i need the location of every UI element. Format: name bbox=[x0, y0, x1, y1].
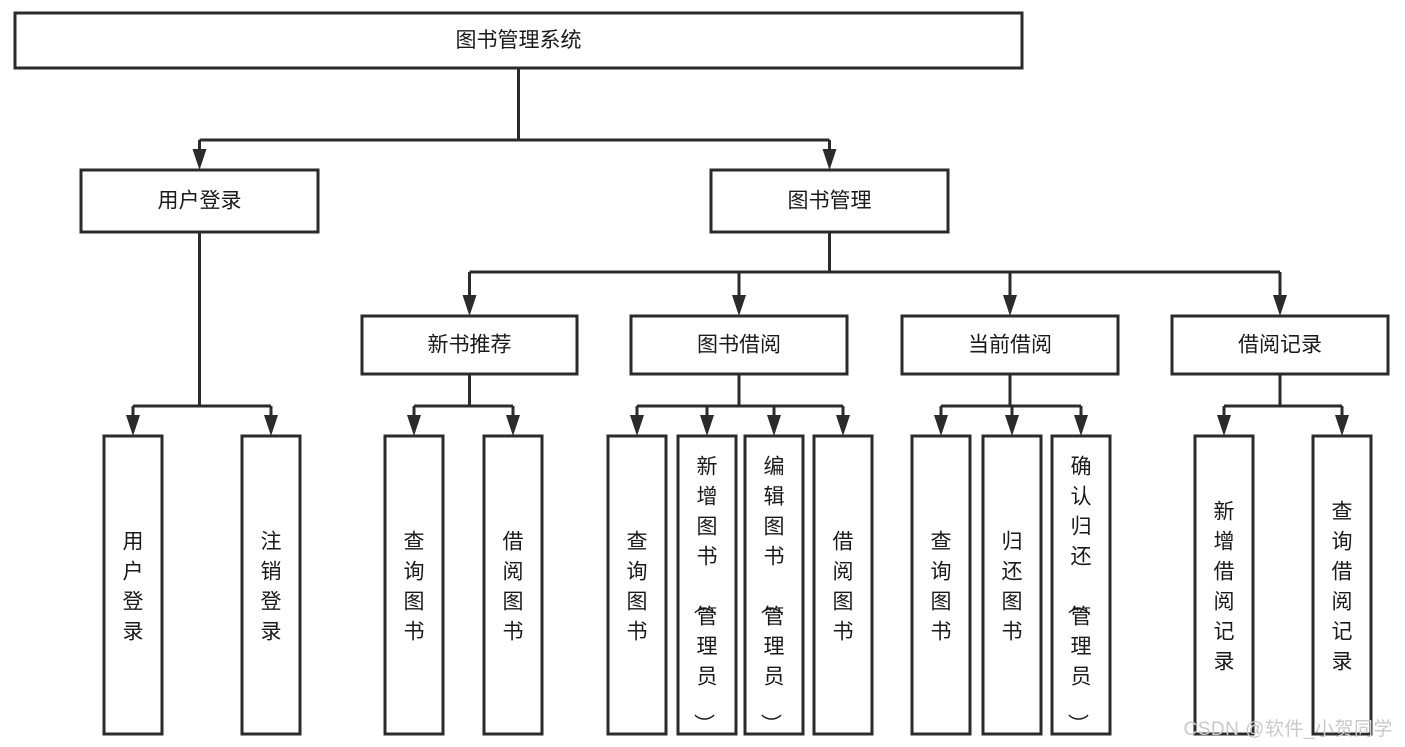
node-leaf-user-logout[interactable]: 注销登录 bbox=[240, 434, 302, 736]
arrow-head bbox=[192, 149, 207, 170]
arrow-head bbox=[767, 415, 781, 436]
connector-layer bbox=[126, 68, 1349, 436]
node-label: 图书管理 bbox=[788, 190, 872, 213]
arrow-head bbox=[1005, 415, 1019, 436]
node-label: 注销登录 bbox=[261, 530, 282, 643]
node-label: 查询图书 bbox=[627, 530, 648, 643]
node-book-borrow[interactable]: 图书借阅 bbox=[629, 314, 849, 376]
node-borrow-record[interactable]: 借阅记录 bbox=[1170, 314, 1390, 376]
node-label: 借阅记录 bbox=[1238, 334, 1322, 357]
node-box bbox=[629, 314, 849, 376]
node-box bbox=[79, 168, 320, 234]
arrow-head bbox=[1273, 295, 1287, 316]
node-layer: 图书管理系统用户登录图书管理新书推荐图书借阅当前借阅借阅记录用户登录注销登录查询… bbox=[13, 11, 1390, 736]
node-label: 查询图书 bbox=[404, 530, 425, 643]
arrow-head bbox=[407, 415, 421, 436]
arrow-head bbox=[1335, 415, 1349, 436]
node-label: 归还图书 bbox=[1002, 530, 1023, 643]
node-box bbox=[981, 434, 1043, 736]
arrow-head bbox=[264, 415, 278, 436]
node-label: 查询图书 bbox=[931, 530, 952, 643]
node-label: 确认归还（管理员） bbox=[1066, 455, 1092, 734]
arrow-head bbox=[126, 415, 140, 436]
node-label: 借阅图书 bbox=[503, 530, 524, 643]
node-leaf-user-login[interactable]: 用户登录 bbox=[102, 434, 164, 736]
node-label: 新增图书（管理员） bbox=[692, 455, 718, 734]
node-label: 新书推荐 bbox=[428, 334, 512, 357]
node-leaf-borrow-book-rec[interactable]: 借阅图书 bbox=[482, 434, 544, 736]
node-label: 查询借阅记录 bbox=[1332, 500, 1353, 673]
node-root[interactable]: 图书管理系统 bbox=[13, 11, 1024, 70]
node-label: 图书借阅 bbox=[697, 334, 781, 357]
node-leaf-confirm-return[interactable]: 确认归还（管理员） bbox=[1050, 434, 1112, 736]
arrow-head bbox=[1003, 295, 1017, 316]
arrow-head bbox=[462, 295, 477, 316]
node-box bbox=[606, 434, 668, 736]
node-leaf-return-book[interactable]: 归还图书 bbox=[981, 434, 1043, 736]
node-leaf-query-book-rec[interactable]: 查询图书 bbox=[383, 434, 445, 736]
node-label: 当前借阅 bbox=[968, 334, 1052, 357]
arrow-head bbox=[700, 415, 714, 436]
arrow-head bbox=[732, 295, 746, 316]
node-leaf-add-record[interactable]: 新增借阅记录 bbox=[1193, 434, 1255, 736]
node-current-borrow[interactable]: 当前借阅 bbox=[900, 314, 1120, 376]
node-leaf-query-record[interactable]: 查询借阅记录 bbox=[1311, 434, 1373, 736]
node-label: 新增借阅记录 bbox=[1214, 500, 1235, 673]
node-box bbox=[240, 434, 302, 736]
node-user-login[interactable]: 用户登录 bbox=[79, 168, 320, 234]
node-box bbox=[900, 314, 1120, 376]
node-label: 用户登录 bbox=[123, 530, 144, 643]
node-box bbox=[910, 434, 972, 736]
arrow-head bbox=[506, 415, 520, 436]
arrow-head bbox=[836, 415, 850, 436]
node-leaf-edit-book[interactable]: 编辑图书（管理员） bbox=[743, 434, 805, 736]
arrow-head bbox=[822, 149, 837, 170]
node-box bbox=[676, 434, 738, 736]
node-leaf-query-book-borrow[interactable]: 查询图书 bbox=[606, 434, 668, 736]
node-box bbox=[1311, 434, 1373, 736]
node-box bbox=[743, 434, 805, 736]
node-book-manage[interactable]: 图书管理 bbox=[709, 168, 950, 234]
node-box bbox=[709, 168, 950, 234]
node-box bbox=[1193, 434, 1255, 736]
node-new-book-rec[interactable]: 新书推荐 bbox=[360, 314, 579, 376]
node-box bbox=[383, 434, 445, 736]
node-label: 编辑图书（管理员） bbox=[759, 455, 785, 734]
node-box bbox=[1050, 434, 1112, 736]
node-label: 借阅图书 bbox=[833, 530, 854, 643]
node-leaf-borrow-book[interactable]: 借阅图书 bbox=[812, 434, 874, 736]
node-label: 图书管理系统 bbox=[456, 29, 582, 52]
arrow-head bbox=[630, 415, 644, 436]
node-box bbox=[1170, 314, 1390, 376]
node-box bbox=[102, 434, 164, 736]
arrow-head bbox=[934, 415, 948, 436]
node-leaf-query-book-cur[interactable]: 查询图书 bbox=[910, 434, 972, 736]
arrow-head bbox=[1217, 415, 1231, 436]
node-box bbox=[360, 314, 579, 376]
node-box bbox=[482, 434, 544, 736]
node-box bbox=[13, 11, 1024, 70]
arrow-head bbox=[1074, 415, 1088, 436]
node-box bbox=[812, 434, 874, 736]
node-leaf-add-book[interactable]: 新增图书（管理员） bbox=[676, 434, 738, 736]
node-label: 用户登录 bbox=[158, 190, 242, 213]
